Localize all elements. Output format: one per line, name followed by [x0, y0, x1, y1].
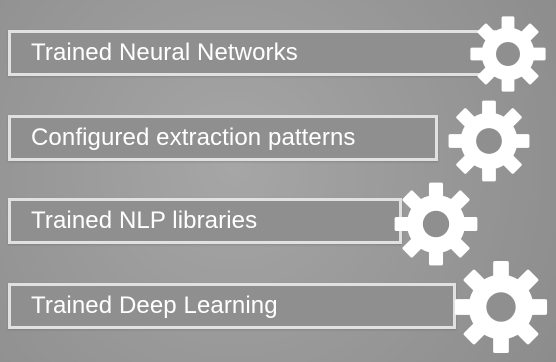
- gear-icon-svg: [394, 182, 478, 266]
- gear-icon: [392, 180, 480, 268]
- item-box-4: Trained Deep Learning: [8, 283, 456, 329]
- gear-icon: [452, 258, 550, 356]
- item-label-4: Trained Deep Learning: [31, 292, 278, 319]
- gear-icon-svg: [448, 100, 530, 182]
- gear-icon: [446, 98, 532, 184]
- item-label-1: Trained Neural Networks: [31, 39, 298, 66]
- item-box-2: Configured extraction patterns: [8, 115, 438, 161]
- item-box-3: Trained NLP libraries: [8, 198, 402, 244]
- item-label-3: Trained NLP libraries: [31, 207, 258, 234]
- item-box-1: Trained Neural Networks: [8, 30, 496, 76]
- item-label-2: Configured extraction patterns: [31, 124, 356, 151]
- gear-icon-svg: [454, 260, 548, 354]
